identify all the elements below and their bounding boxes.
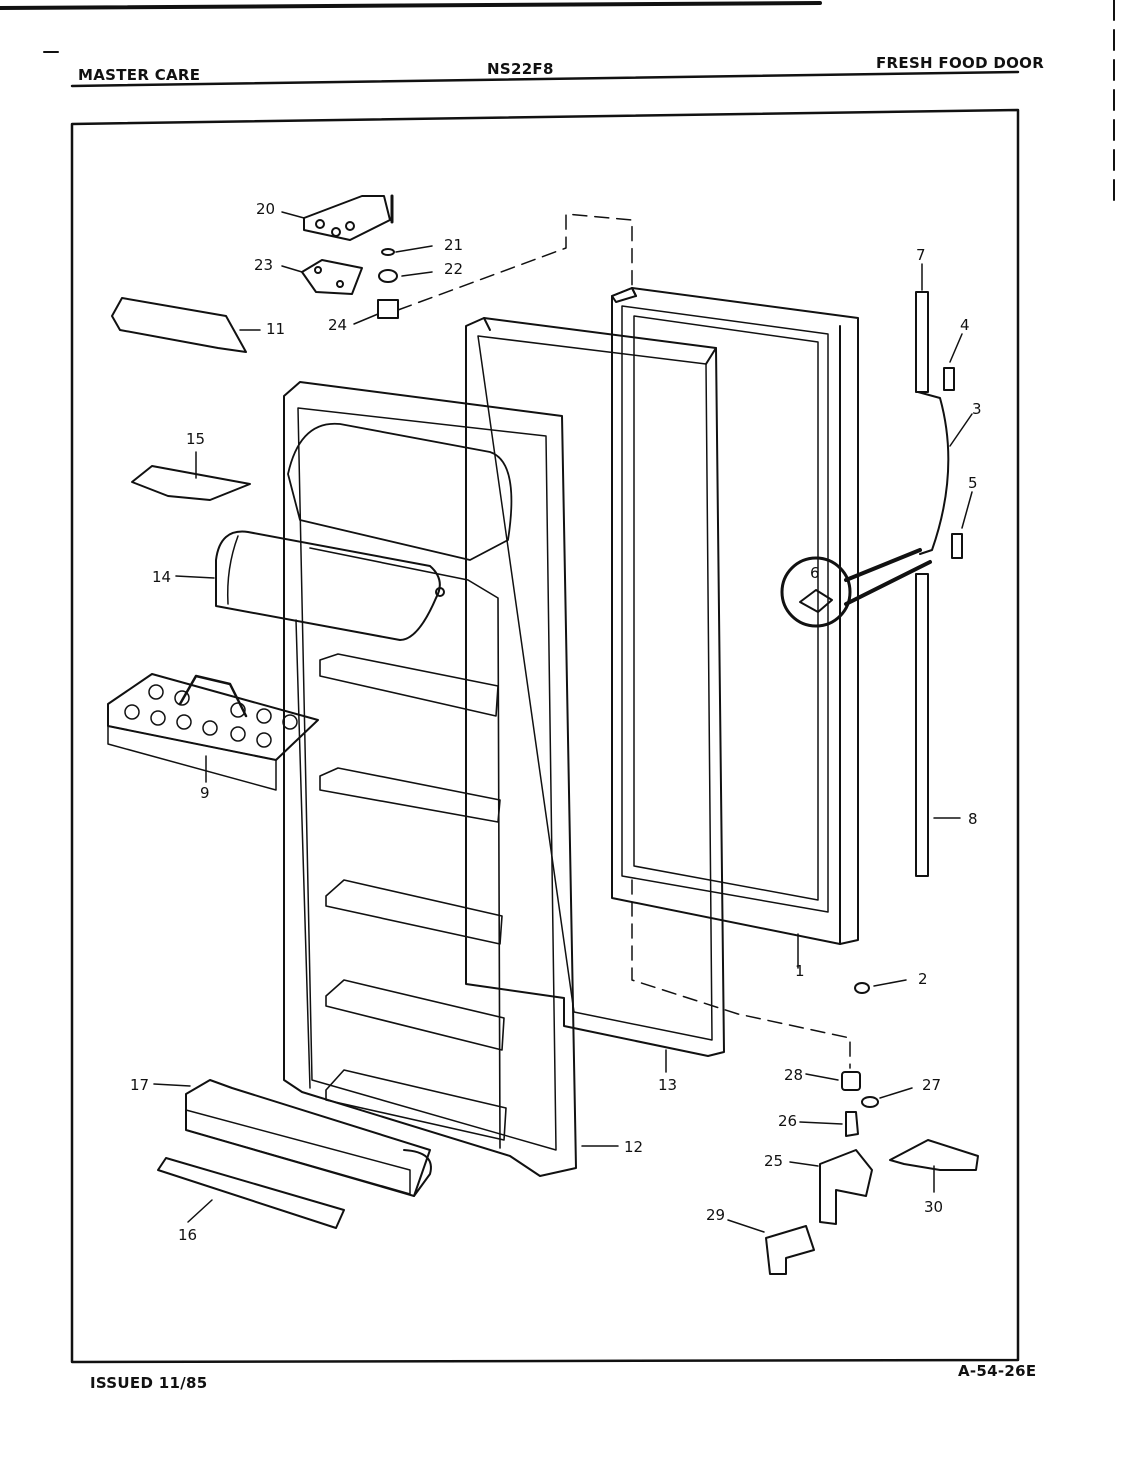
callout-29: 29 [706,1206,725,1224]
callout-4: 4 [960,316,970,334]
hinge-bracket [111,297,247,353]
diagram-code: A-54-26E [958,1362,1037,1380]
egg-shelf-small [131,465,251,501]
callout-15: 15 [186,430,205,448]
header-rule [70,70,1020,88]
issued-date: ISSUED 11/85 [90,1374,208,1392]
callout-1: 1 [795,962,805,980]
callout-9: 9 [200,784,210,802]
dairy-compartment-door [215,530,445,641]
callout-21: 21 [444,236,463,254]
diagram-frame [70,108,1020,1364]
callout-20: 20 [256,200,275,218]
brand-label: MASTER CARE [78,66,201,84]
callout-23: 23 [254,256,273,274]
callout-2: 2 [918,970,928,988]
callout-27: 27 [922,1076,941,1094]
callout-13: 13 [658,1076,677,1094]
callout-8: 8 [968,810,978,828]
section-title: FRESH FOOD DOOR [876,54,1045,72]
callout-16: 16 [178,1226,197,1244]
top-hinge-assembly [301,194,399,319]
egg-tray [107,673,319,791]
model-label: NS22F8 [487,60,554,78]
callout-7: 7 [916,246,926,264]
callout-28: 28 [784,1066,803,1084]
door-gasket [465,317,725,1057]
callout-22: 22 [444,260,463,278]
callout-6: 6 [810,564,820,582]
callout-24: 24 [328,316,347,334]
callout-12: 12 [624,1138,643,1156]
door-bin [185,1079,432,1197]
alignment-lines [397,213,851,1069]
bottom-hinge-assembly [765,982,979,1275]
callout-11: 11 [266,320,285,338]
callout-25: 25 [764,1152,783,1170]
door-handle-parts [780,291,963,877]
callout-17: 17 [130,1076,149,1094]
detail-callout-circle [780,556,852,628]
bin-trim-strip [157,1157,345,1229]
door-outer-panel [611,287,859,945]
callout-3: 3 [972,400,982,418]
leader-lines [153,211,973,1233]
door-inner-liner [283,381,577,1177]
callout-labels: 1 2 3 4 5 6 7 8 9 11 12 13 14 15 16 17 2… [130,200,982,1244]
callout-14: 14 [152,568,171,586]
callout-30: 30 [924,1198,943,1216]
scan-edge-line [0,1,822,10]
callout-26: 26 [778,1112,797,1130]
callout-5: 5 [968,474,978,492]
